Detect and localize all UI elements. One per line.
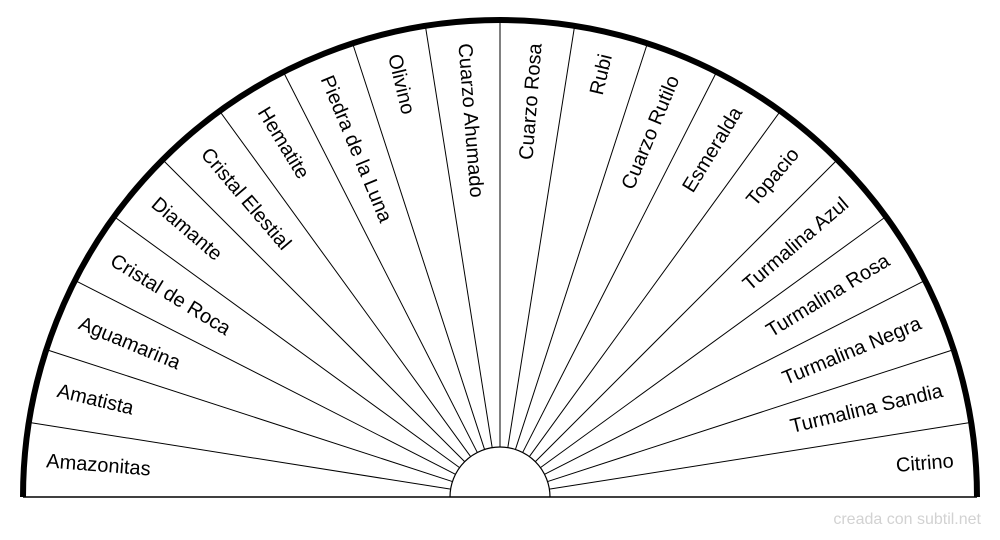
segment-divider bbox=[544, 280, 926, 475]
segment-divider bbox=[162, 159, 465, 462]
segment-divider bbox=[113, 216, 460, 469]
segment-divider bbox=[219, 110, 472, 457]
segment-divider bbox=[547, 349, 954, 483]
segment-divider bbox=[507, 25, 576, 448]
segment-divider bbox=[28, 421, 451, 490]
segment-divider bbox=[514, 43, 648, 450]
segment-divider bbox=[535, 159, 838, 462]
segment-label: Turmalina Sandia bbox=[788, 380, 946, 438]
segment-label: Cuarzo Rosa bbox=[516, 42, 547, 161]
segment-divider bbox=[540, 216, 887, 469]
segment-label: Amatista bbox=[55, 380, 137, 420]
segment-label: Diamante bbox=[147, 193, 226, 265]
segment-divider bbox=[283, 71, 478, 453]
outer-arc bbox=[20, 17, 980, 498]
site-credit: creada con subtil.net bbox=[833, 511, 981, 528]
segment-label: Rubi bbox=[586, 52, 617, 97]
segment-label: Hematite bbox=[253, 103, 314, 183]
segment-divider bbox=[549, 421, 972, 490]
segment-divider bbox=[46, 349, 453, 483]
segment-divider bbox=[528, 110, 781, 457]
segment-label: Cuarzo Rutilo bbox=[618, 72, 685, 192]
segment-label: Olivino bbox=[383, 52, 419, 117]
segment-divider bbox=[424, 25, 493, 448]
segment-label: Cuarzo Ahumado bbox=[453, 43, 487, 199]
divider-lines bbox=[28, 20, 972, 490]
segment-divider bbox=[74, 280, 456, 475]
segment-label: Topacio bbox=[742, 144, 804, 211]
segment-label: Esmeralda bbox=[678, 103, 747, 197]
segment-label: Cristal de Roca bbox=[106, 250, 235, 341]
segment-label: Piedra de la Luna bbox=[316, 72, 397, 226]
segment-label: Citrino bbox=[895, 450, 954, 476]
segment-divider bbox=[352, 43, 486, 450]
segment-divider bbox=[522, 71, 717, 453]
segment-label: Amazonitas bbox=[46, 450, 152, 480]
segment-label: Aguamarina bbox=[75, 313, 184, 375]
inner-arc bbox=[449, 446, 551, 498]
